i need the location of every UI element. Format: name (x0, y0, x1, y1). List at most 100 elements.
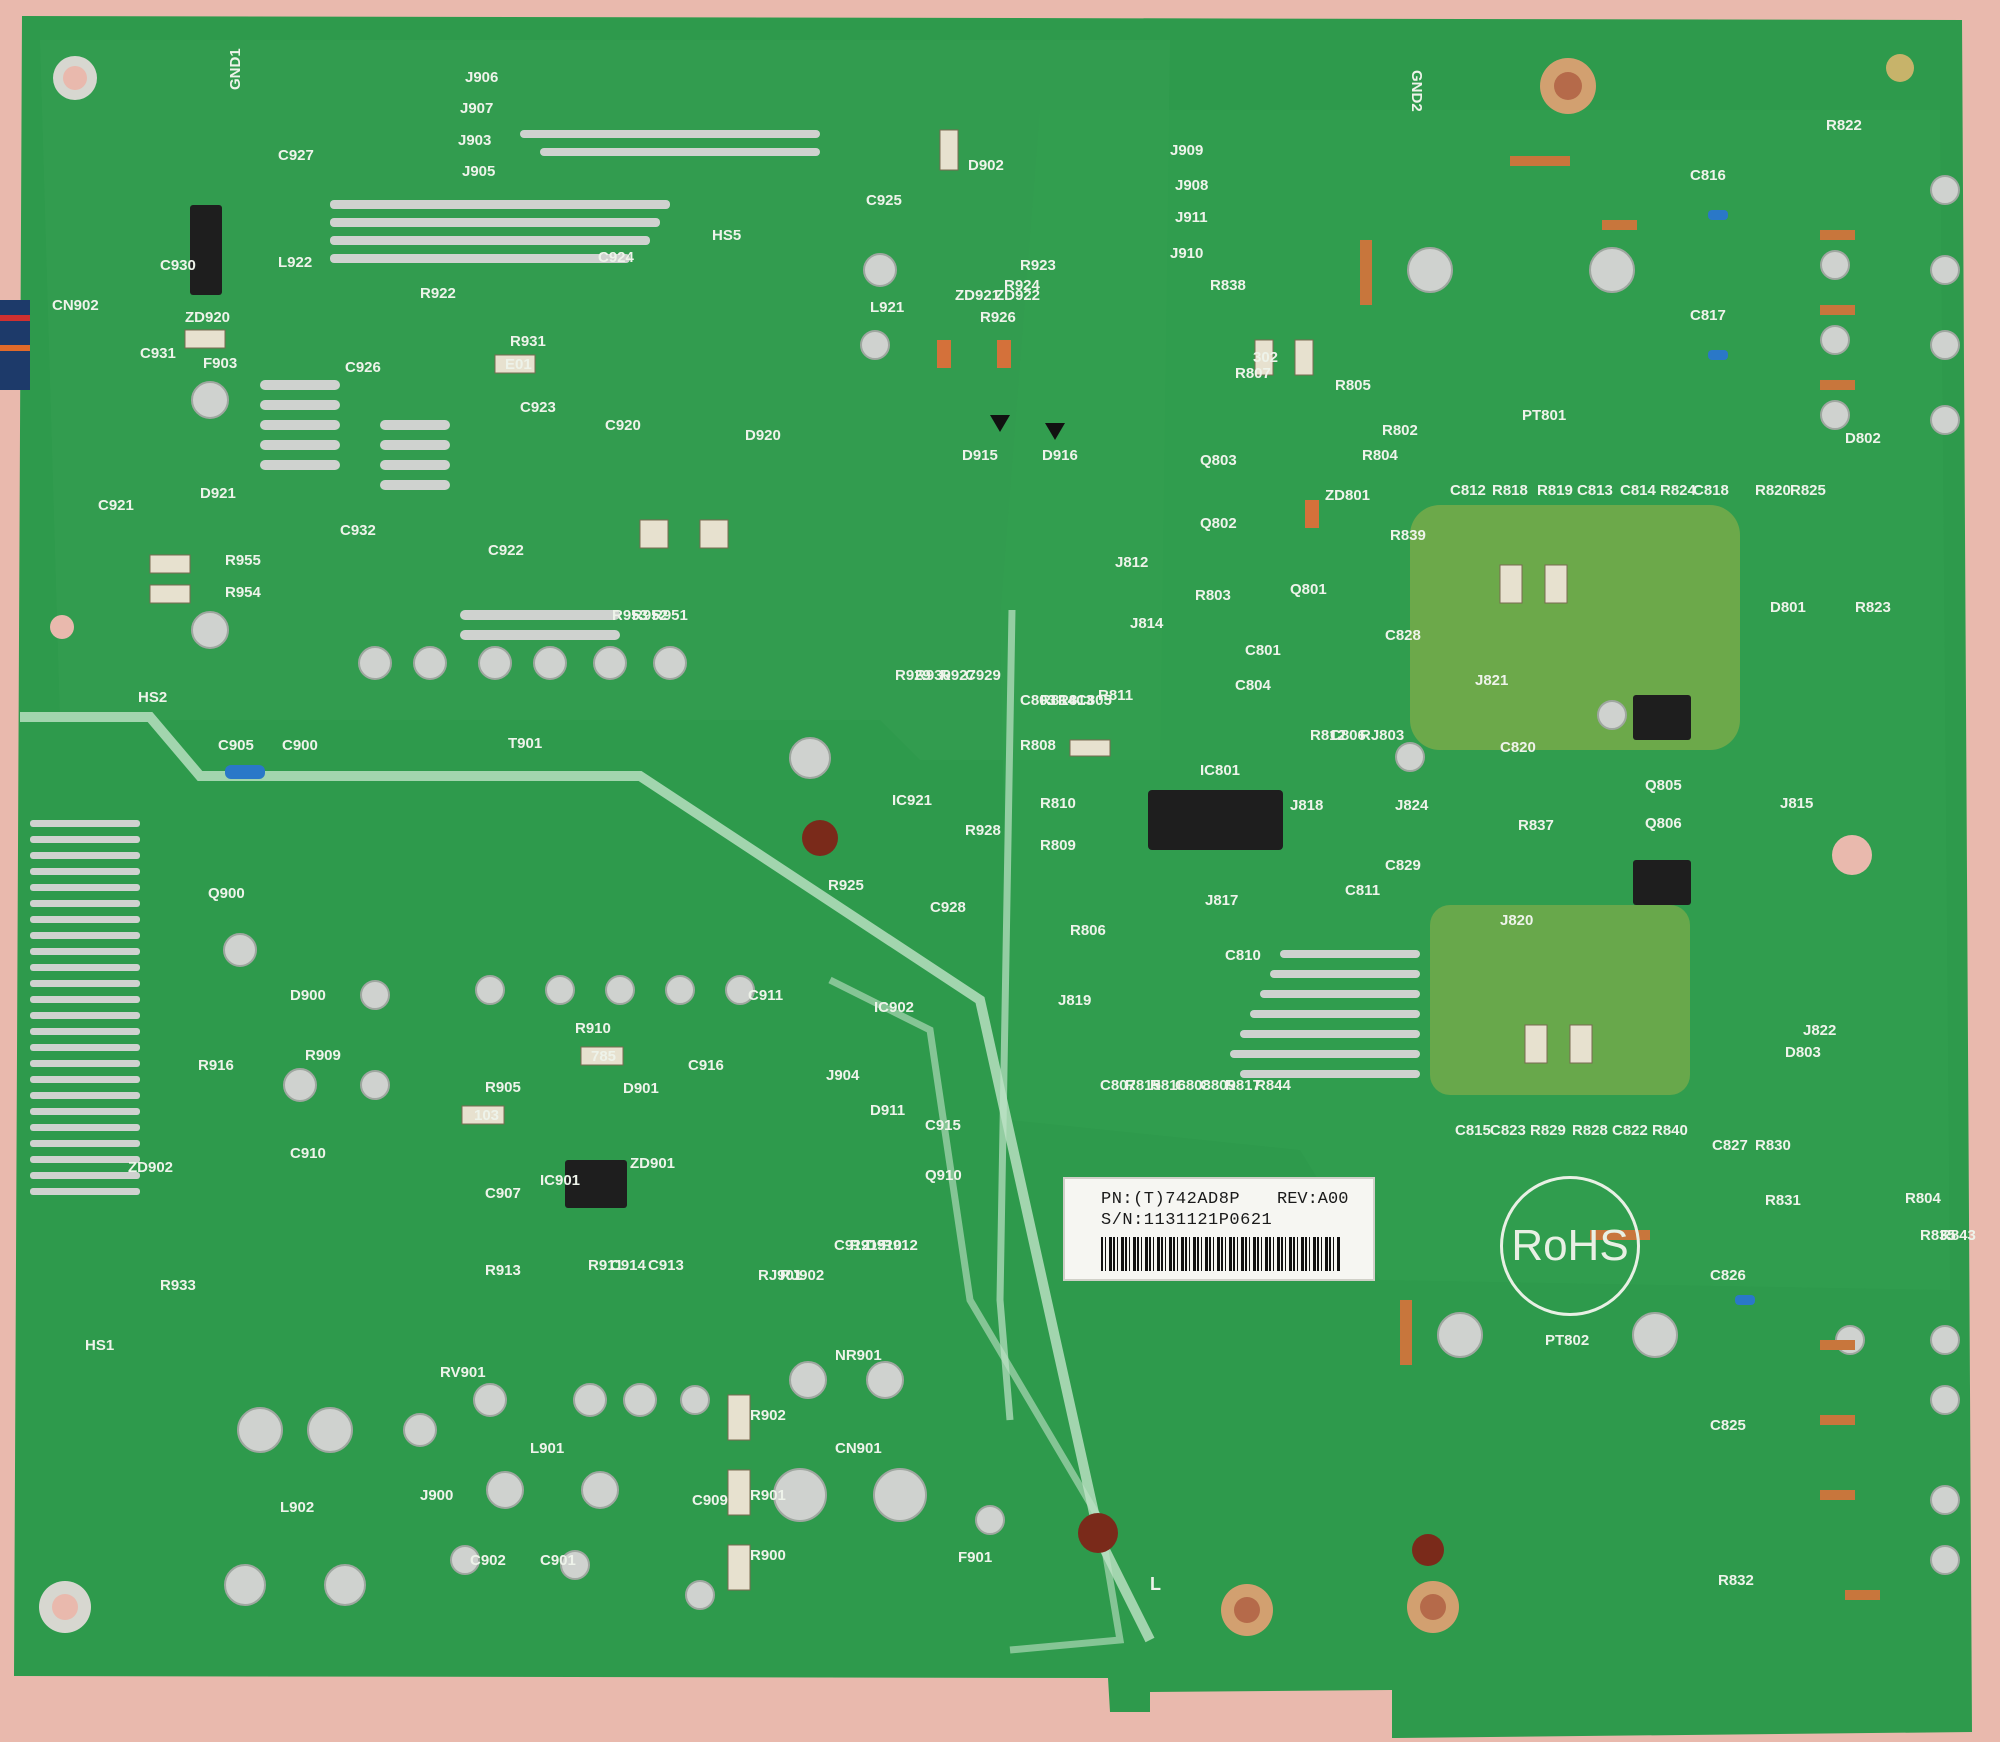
silk-r837: R837 (1518, 817, 1554, 834)
silk-f901: F901 (958, 1549, 992, 1566)
silk-r838: R838 (1210, 277, 1246, 294)
silk-j911: J911 (1175, 209, 1208, 226)
product-part-number: PN:(T)742AD8P (1101, 1190, 1241, 1209)
silk-q801: Q801 (1290, 581, 1327, 598)
silk-c815: C815 (1455, 1122, 1491, 1139)
silk-c814: C814 (1620, 482, 1657, 499)
silk-d916: D916 (1042, 447, 1078, 464)
silk-r818: R818 (1492, 482, 1528, 499)
silk-r933: R933 (160, 1277, 196, 1294)
silk-r926: R926 (980, 309, 1016, 326)
silk-c911: C911 (748, 987, 783, 1004)
silk-j819: J819 (1058, 992, 1091, 1009)
silk-d921: D921 (200, 485, 236, 502)
silk-r805: R805 (1335, 377, 1371, 394)
silk-r955: R955 (225, 552, 261, 569)
silk-c829: C829 (1385, 857, 1421, 874)
mounting-holes (39, 54, 1914, 1636)
silk-r832: R832 (1718, 1572, 1754, 1589)
silk-r839: R839 (1390, 527, 1426, 544)
hs5-pads (330, 130, 820, 263)
silk-r929: R929 (895, 667, 931, 684)
hs1-comb-pads (30, 820, 140, 1195)
silk-j903: J903 (458, 132, 491, 149)
silk-c801: C801 (1245, 642, 1281, 659)
silk-c808: C808 (1175, 1077, 1211, 1094)
silk-c932: C932 (340, 522, 376, 539)
isolation-line-3 (996, 609, 1016, 1421)
silk-c929: C929 (965, 667, 1001, 684)
silk-r823: R823 (1855, 599, 1891, 616)
silk-zd922: ZD922 (995, 287, 1040, 304)
silk-q900: Q900 (208, 885, 245, 902)
silk-j821: J821 (1475, 672, 1508, 689)
silk-pt801: PT801 (1522, 407, 1566, 424)
silk-q802: Q802 (1200, 515, 1237, 532)
silkscreen-labels: GND1 GND2 J906 J907 J903 J905 J909 J908 … (52, 48, 1976, 1594)
silk-r952: R952 (632, 607, 668, 624)
silk-r954: R954 (225, 584, 262, 601)
silk-j822: J822 (1803, 1022, 1836, 1039)
silk-rv901: RV901 (440, 1364, 486, 1381)
silk-d902: D902 (968, 157, 1004, 174)
silk-r822: R822 (1826, 117, 1862, 134)
silk-r953: R953 (612, 607, 648, 624)
silk-q806: Q806 (1645, 815, 1682, 832)
silk-c905: C905 (218, 737, 254, 754)
silk-r909: R909 (305, 1047, 341, 1064)
silk-j905: J905 (462, 163, 495, 180)
silk-j909: J909 (1170, 142, 1203, 159)
silk-j900: J900 (420, 1487, 453, 1504)
silk-c810: C810 (1225, 947, 1261, 964)
silk-c816: C816 (1690, 167, 1726, 184)
silk-q803: Q803 (1200, 452, 1237, 469)
transformer-zone-2 (1430, 905, 1690, 1095)
silk-r804: R804 (1362, 447, 1399, 464)
silk-hs5: HS5 (712, 227, 741, 244)
silk-r830: R830 (1755, 1137, 1791, 1154)
silk-c902: C902 (470, 1552, 506, 1569)
silk-q805: Q805 (1645, 777, 1682, 794)
silk-smd-302: 302 (1253, 349, 1278, 366)
silk-r808: R808 (1020, 737, 1056, 754)
silk-zd920: ZD920 (185, 309, 230, 326)
wire-connector (0, 300, 30, 390)
silk-c923: C923 (520, 399, 556, 416)
silk-c927: C927 (278, 147, 314, 164)
silk-smd-785: 785 (591, 1048, 616, 1065)
silk-c825: C825 (1710, 1417, 1746, 1434)
silk-c803: C803 (1020, 692, 1056, 709)
silk-c910: C910 (290, 1145, 326, 1162)
silk-c912: C912 (834, 1237, 870, 1254)
silk-c926: C926 (345, 359, 381, 376)
silk-c925: C925 (866, 192, 902, 209)
silk-c823: C823 (1490, 1122, 1526, 1139)
silk-r901: R901 (750, 1487, 786, 1504)
silk-r844: R844 (1255, 1077, 1292, 1094)
silk-c812: C812 (1450, 482, 1486, 499)
blue-components (225, 210, 1755, 1305)
silk-zd901: ZD901 (630, 1155, 675, 1172)
silk-r924: R924 (1004, 277, 1041, 294)
silk-j815: J815 (1780, 795, 1813, 812)
silk-r900: R900 (750, 1547, 786, 1564)
silk-c900: C900 (282, 737, 318, 754)
silk-c811: C811 (1345, 882, 1380, 899)
ic-packages (190, 205, 1691, 1208)
silk-c916: C916 (688, 1057, 724, 1074)
silk-j904: J904 (826, 1067, 860, 1084)
silk-r815: R815 (1125, 1077, 1161, 1094)
silk-c804: C804 (1235, 677, 1272, 694)
silk-ic902: IC902 (874, 999, 914, 1016)
silk-c928: C928 (930, 899, 966, 916)
silk-r831: R831 (1765, 1192, 1801, 1209)
silk-cn901: CN901 (835, 1440, 882, 1457)
silk-l901: L901 (530, 1440, 564, 1457)
silk-d911: D911 (870, 1102, 905, 1119)
silk-r812: R812 (1310, 727, 1346, 744)
silk-hs1: HS1 (85, 1337, 114, 1354)
silk-hs2: HS2 (138, 689, 167, 706)
product-revision: REV:A00 (1277, 1190, 1349, 1209)
silk-r913: R913 (485, 1262, 521, 1279)
silk-c914: C914 (610, 1257, 647, 1274)
